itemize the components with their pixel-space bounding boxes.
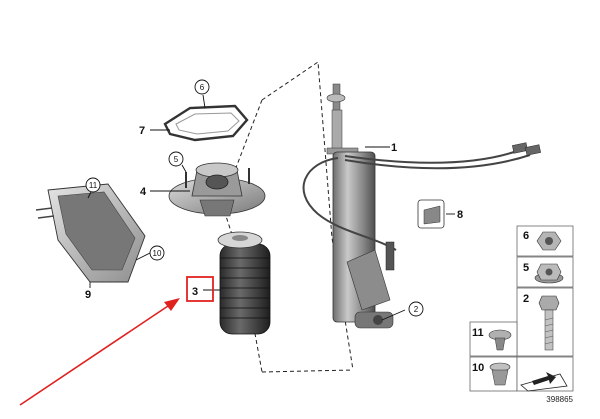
callout-5: 5 xyxy=(174,155,179,164)
fastener-legend: 6 5 2 11 10 xyxy=(469,225,574,392)
shock-absorber xyxy=(302,83,541,329)
red-pointer-arrow xyxy=(19,298,180,406)
callout-8: 8 xyxy=(457,209,463,221)
callout-10-circle xyxy=(149,245,165,261)
document-arrow-icon xyxy=(520,372,568,392)
callout-7: 7 xyxy=(139,125,145,137)
callout-1: 1 xyxy=(391,142,397,154)
top-mount xyxy=(168,162,266,217)
legend-label-11: 11 xyxy=(472,327,484,339)
gasket-ring xyxy=(163,104,249,142)
callout-6-circle xyxy=(194,79,210,95)
callout-5-circle xyxy=(168,151,184,167)
leader-lines xyxy=(87,94,455,321)
legend-label-5: 5 xyxy=(523,262,529,274)
legend-label-2: 2 xyxy=(523,293,529,305)
hex-bolt-icon xyxy=(538,295,560,351)
legend-label-10: 10 xyxy=(472,362,484,374)
callout-2-circle xyxy=(408,301,424,317)
flange-nut-icon xyxy=(534,263,564,284)
callout-6: 6 xyxy=(200,83,205,92)
highlight-box xyxy=(186,276,214,302)
callout-9: 9 xyxy=(85,289,91,301)
callout-10: 10 xyxy=(153,249,162,258)
legend-label-6: 6 xyxy=(523,230,529,242)
callout-4: 4 xyxy=(140,186,147,198)
cover-tray xyxy=(35,183,146,283)
callout-11-circle xyxy=(85,177,101,193)
clip-part xyxy=(417,199,445,229)
expansion-rivet-icon xyxy=(489,362,511,386)
callout-11: 11 xyxy=(89,181,98,190)
callout-3: 3 xyxy=(192,286,198,298)
callout-2: 2 xyxy=(414,305,419,314)
diagram-part-number: 398865 xyxy=(546,395,573,404)
protective-boot xyxy=(217,231,271,335)
push-clip-icon xyxy=(488,329,512,351)
